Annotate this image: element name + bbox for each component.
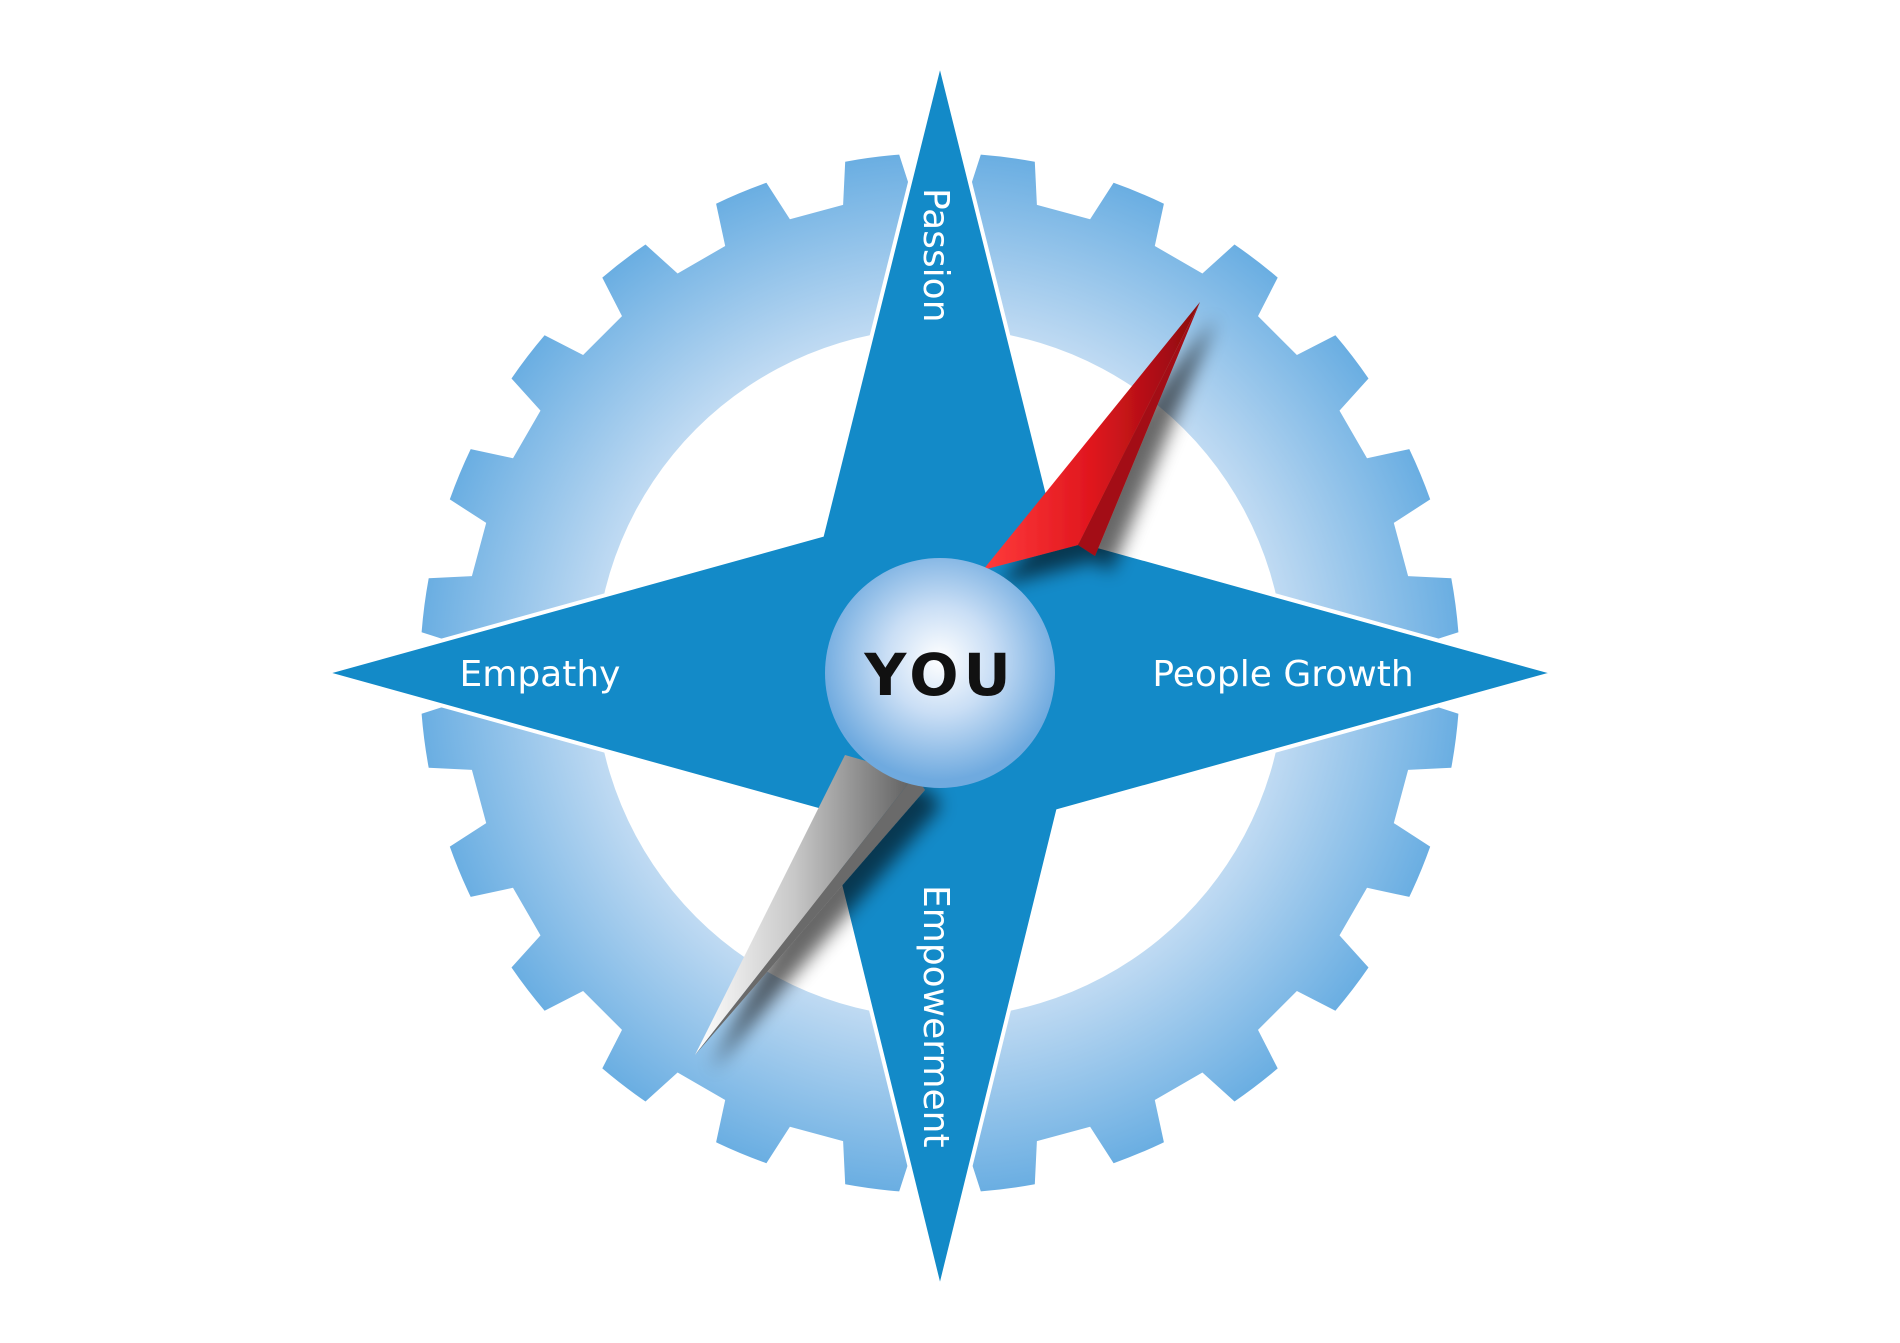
label-south: Empowerment (915, 885, 956, 1148)
center-label: YOU (863, 641, 1015, 709)
needle-red-edge (1078, 302, 1200, 556)
gear-ring (421, 154, 1459, 1192)
label-north: Passion (915, 188, 956, 323)
label-west: Empathy (460, 654, 621, 695)
compass-needle (695, 302, 1200, 1055)
gear-shape (421, 154, 1459, 1192)
needle-silver-edge (695, 775, 925, 1055)
needle-silver-half (695, 755, 915, 1055)
label-east: People Growth (1152, 654, 1413, 695)
center-hub (825, 558, 1055, 788)
needle-red-half (983, 302, 1200, 570)
